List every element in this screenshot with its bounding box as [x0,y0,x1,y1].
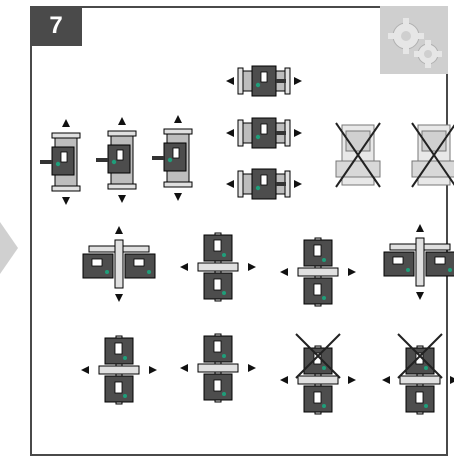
pump-position-2 [96,117,136,203]
pump-position-9 [280,238,356,306]
pump-position-5 [226,118,302,148]
pump-position-12 [180,334,256,402]
pump-position-10 [384,224,454,300]
pump-position-4 [226,66,302,96]
pump-position-forbidden-4 [382,334,454,414]
pump-position-forbidden-3 [280,334,356,414]
pump-position-3 [152,115,192,201]
pump-position-8 [180,233,256,301]
pump-position-7 [83,226,155,302]
pump-position-6 [226,169,302,199]
pump-position-1 [40,119,80,205]
pump-position-forbidden-2 [412,123,454,187]
pump-position-11 [81,336,157,404]
pump-position-forbidden-1 [336,123,380,187]
